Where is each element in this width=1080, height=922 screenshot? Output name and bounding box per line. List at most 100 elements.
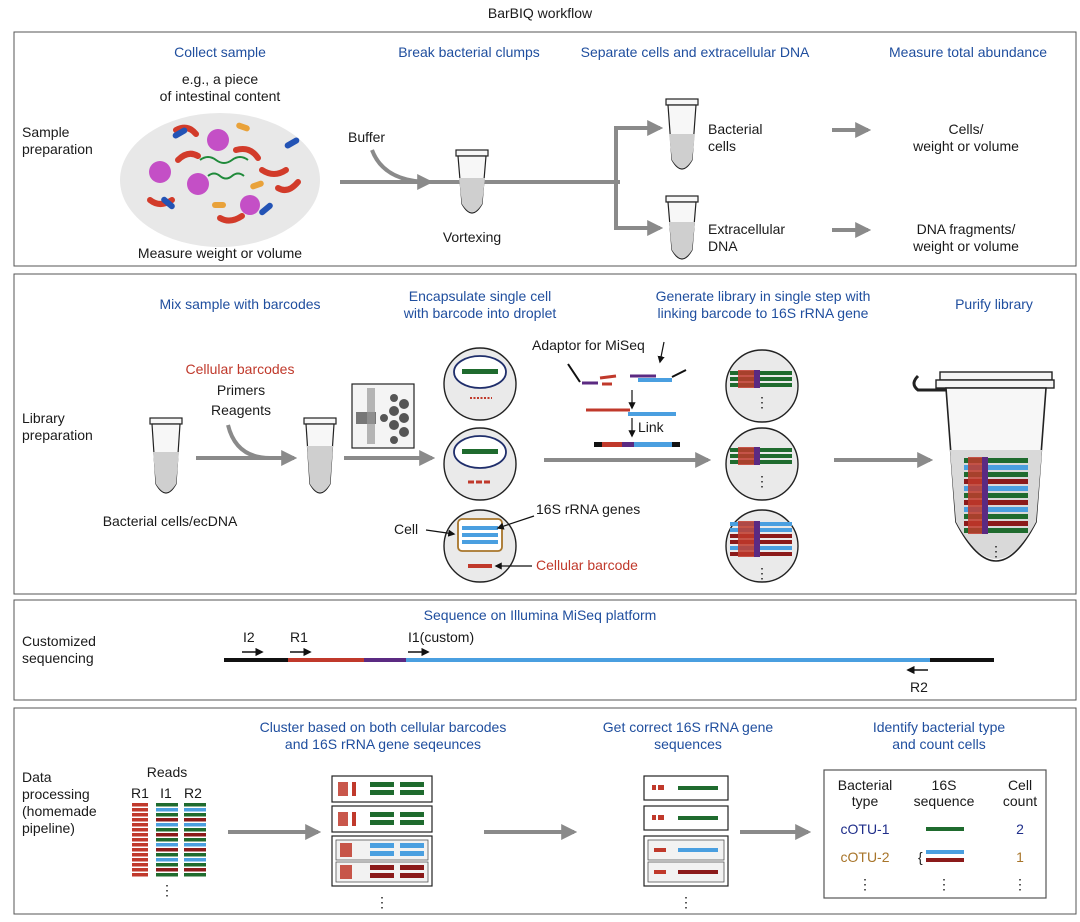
read-i1-segment [156,863,178,867]
cellular-barcode-label: Cellular barcode [536,557,638,573]
table-header-type-2: type [852,793,879,809]
read-r2-segment [184,863,206,867]
cells-per-weight-2: weight or volume [912,138,1019,154]
step-break-clumps: Break bacterial clumps [398,44,540,60]
droplet-3 [443,509,517,583]
ext-dna-label-1: Extracellular [708,221,785,237]
table-row1-count: 2 [1016,821,1024,837]
data-label-3: (homemade [22,803,97,819]
table-header-type-1: Bacterial [838,777,892,793]
vortex-tube-icon [455,149,489,214]
step-identify-2: and count cells [892,736,985,752]
svg-text:⋮: ⋮ [160,882,174,898]
step-correct-1: Get correct 16S rRNA gene [603,719,774,735]
svg-text:⋮: ⋮ [375,894,389,910]
link-label: Link [638,419,665,435]
primers-label: Primers [217,382,265,398]
svg-text:⋮: ⋮ [755,565,769,581]
reads-col-r1: R1 [131,785,149,801]
read-r1-segment [132,873,148,877]
cells-per-weight-1: Cells/ [948,121,983,137]
r2-label: R2 [910,679,928,695]
read-r2-segment [184,813,206,817]
read-r2-segment [184,833,206,837]
read-i1-segment [156,808,178,812]
read-i1-segment [156,858,178,862]
genes-label: 16S rRNA genes [536,501,640,517]
reagents-label: Reagents [211,402,271,418]
table-row1-sequence [926,827,964,831]
read-r2-segment [184,873,206,877]
read-r1-segment [132,858,148,862]
i2-label: I2 [243,629,255,645]
svg-text:⋮: ⋮ [858,876,872,892]
read-r1-segment [132,868,148,872]
read-r2-segment [184,828,206,832]
table-header-seq-2: sequence [914,793,975,809]
dna-per-weight-1: DNA fragments/ [917,221,1016,237]
table-header-seq-1: 16S [932,777,957,793]
bacterial-cells-tube-icon [665,98,699,170]
read-i1-segment [156,823,178,827]
read-i1-segment [156,873,178,877]
library-droplet-3: ⋮ [725,509,799,583]
reads-stack [132,803,206,877]
input-label: Bacterial cells/ecDNA [103,513,238,529]
read-r2-segment [184,818,206,822]
read-r2-segment [184,853,206,857]
result-table [823,769,1047,899]
intestinal-sample-illustration [120,113,320,247]
library-droplet-2: ⋮ [725,427,799,501]
svg-text:{: { [918,849,923,865]
cell-label: Cell [394,521,418,537]
data-label-4: pipeline) [22,820,75,836]
read-r2-segment [184,808,206,812]
dna-per-weight-2: weight or volume [912,238,1019,254]
read-i1-segment [156,803,178,807]
cluster-groups: ⋮ [331,775,433,910]
linking-reaction-illustration [567,341,687,447]
read-i1-segment [156,853,178,857]
read-r1-segment [132,808,148,812]
panel-data-processing [13,707,1077,915]
vortexing-label: Vortexing [443,229,501,245]
input-tube-icon [149,417,183,494]
read-r1-segment [132,848,148,852]
reads-col-i1: I1 [160,785,172,801]
sequencing-construct [224,647,994,675]
measure-weight-text: Measure weight or volume [138,245,302,261]
read-r1-segment [132,863,148,867]
table-row2-count: 1 [1016,849,1024,865]
step-correct-2: sequences [654,736,722,752]
table-header-count-1: Cell [1008,777,1032,793]
table-row2-type: cOTU-2 [841,849,890,865]
step-cluster-2: and 16S rRNA gene seqeunces [285,736,481,752]
step-encapsulate-2: with barcode into droplet [403,305,557,321]
data-label-2: processing [22,786,90,802]
svg-text:⋮: ⋮ [937,876,951,892]
read-i1-segment [156,818,178,822]
svg-text:⋮: ⋮ [1013,876,1027,892]
read-i1-segment [156,828,178,832]
table-row2-sequence-a [926,850,964,854]
read-r1-segment [132,853,148,857]
step-cluster-1: Cluster based on both cellular barcodes [260,719,507,735]
library-label-2: preparation [22,427,93,443]
sequencing-label-2: sequencing [22,650,94,666]
panel-customized-sequencing [13,599,1077,701]
svg-text:⋮: ⋮ [679,894,693,910]
read-i1-segment [156,868,178,872]
step-generate-1: Generate library in single step with [656,288,871,304]
r1-label: R1 [290,629,308,645]
read-r2-segment [184,838,206,842]
microfluidic-chip-icon [351,383,415,449]
table-row1-type: cOTU-1 [841,821,890,837]
bact-cells-label-1: Bacterial [708,121,762,137]
corrected-sequences: ⋮ [643,775,729,910]
sample-label-1: Sample [22,124,70,140]
read-i1-segment [156,833,178,837]
mix-tube-icon [303,417,337,494]
svg-text:⋮: ⋮ [755,473,769,489]
droplet-2 [443,427,517,501]
figure-title: BarBIQ workflow [488,5,593,21]
